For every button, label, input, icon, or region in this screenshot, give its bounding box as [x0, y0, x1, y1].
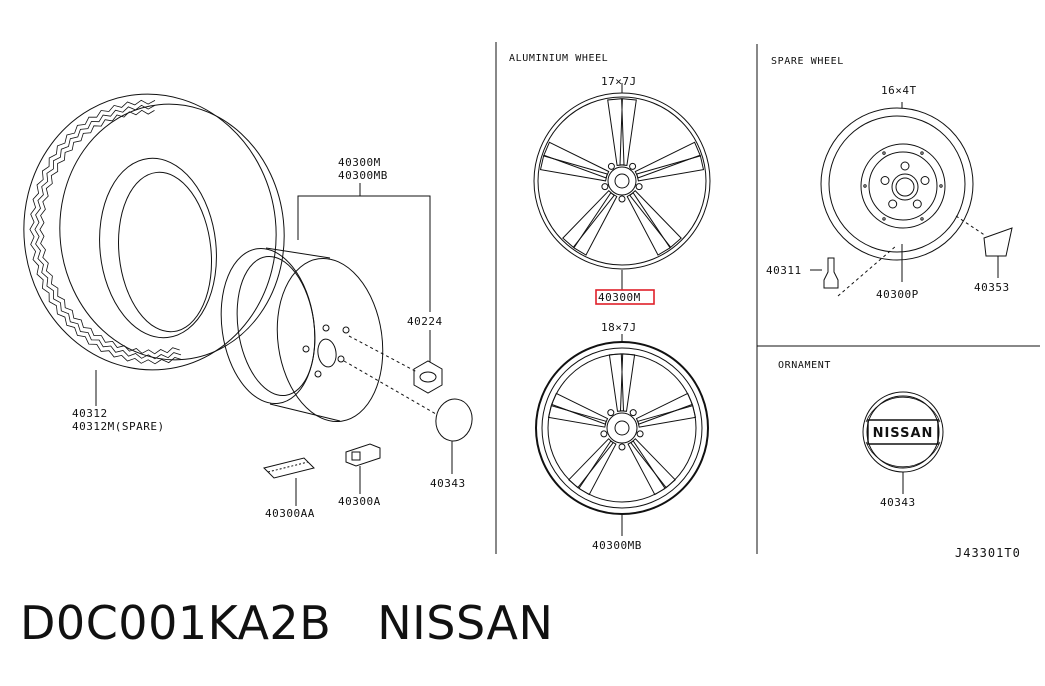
spare-bolt-holes — [863, 151, 943, 221]
wheel-spoke — [626, 192, 671, 256]
lug-hole — [629, 409, 637, 417]
part-label-ornament: 40343 — [880, 496, 916, 509]
steel-rim-drawing — [220, 183, 431, 423]
valve-drawing — [810, 257, 839, 289]
weight-drawings — [263, 443, 381, 506]
spare-vent-dot — [882, 151, 886, 155]
wheel-spoke — [543, 141, 610, 179]
lug-hole — [600, 430, 608, 438]
part-label-spare-wheel: 40300P — [876, 288, 919, 301]
part-number-text: D0C001KA2B — [20, 596, 332, 650]
lug-hole — [607, 409, 615, 417]
section-dividers — [495, 42, 1040, 554]
brand-text: NISSAN — [377, 596, 554, 650]
spare-vent-dot — [920, 217, 924, 221]
wheel-spoke — [619, 98, 637, 166]
part-label-rim: 40300M — [338, 156, 381, 169]
wheel-spoke — [568, 438, 614, 489]
spare-wheel-drawing — [820, 102, 974, 297]
lug-hole — [635, 183, 643, 191]
tread-pattern-line — [34, 104, 182, 360]
size-label-17: 17×7J — [601, 75, 637, 88]
spare-bolt-hole — [912, 199, 922, 209]
wheel-spoke — [578, 440, 617, 496]
wheel-spoke — [547, 405, 607, 428]
wheel-spoke — [550, 392, 609, 425]
bottom-caption: D0C001KA2B NISSAN — [20, 596, 553, 666]
size-label-spare: 16×4T — [881, 84, 917, 97]
diagram-code: J43301T0 — [955, 546, 1021, 560]
wheel-spoke — [539, 155, 608, 182]
spare-vent-dot — [863, 184, 867, 188]
spare-vent-dot — [882, 217, 886, 221]
center-cap-drawing — [343, 360, 473, 474]
tire-tread — [29, 99, 183, 365]
part-label-rim-mb: 40300MB — [338, 169, 388, 182]
lug-hole — [601, 183, 609, 191]
part-label-tire: 40312 — [72, 407, 108, 420]
lug-nut-drawing — [348, 330, 443, 394]
ornament-drawing — [862, 391, 944, 494]
wheel-spoke — [619, 353, 636, 412]
size-label-18: 18×7J — [601, 321, 637, 334]
alloy-wheel-18-drawing — [535, 334, 709, 536]
lug-hole — [607, 162, 615, 170]
wheel-spoke — [607, 98, 625, 166]
section-title-aluminium-wheel: ALUMINIUM WHEEL — [509, 53, 608, 64]
spare-bolt-hole — [880, 176, 890, 185]
lug-hole — [629, 162, 637, 170]
part-label-lug-nut: 40224 — [407, 315, 443, 328]
wheel-spoke — [637, 405, 697, 428]
wheel-spoke — [573, 192, 618, 256]
wheel-spoke — [636, 155, 705, 182]
wheel-spoke — [634, 141, 701, 179]
wheel-spoke — [630, 438, 676, 489]
ornament-logo-text: NISSAN — [873, 426, 934, 441]
lug-hole — [636, 430, 644, 438]
spare-weight-drawing — [955, 215, 1013, 278]
part-label-valve: 40311 — [766, 264, 802, 277]
part-label-alloy-17: 40300M — [598, 291, 641, 304]
spare-bolt-hole — [920, 176, 930, 185]
spare-vent-dot — [939, 184, 943, 188]
section-title-ornament: ORNAMENT — [778, 360, 831, 371]
highlight-box — [595, 289, 655, 305]
spare-vent-dot — [920, 151, 924, 155]
part-label-center-cap: 40343 — [430, 477, 466, 490]
section-title-spare-wheel: SPARE WHEEL — [771, 56, 844, 67]
lug-hole — [618, 443, 626, 451]
part-label-tire-spare: 40312M(SPARE) — [72, 420, 165, 433]
part-label-alloy-18: 40300MB — [592, 539, 642, 552]
part-label-weight-aa: 40300AA — [265, 507, 315, 520]
tread-pattern-line — [39, 109, 180, 355]
part-label-spare-weight: 40353 — [974, 281, 1010, 294]
wheel-spoke — [629, 190, 682, 249]
tire-drawing — [23, 93, 285, 406]
wheel-spoke — [627, 440, 666, 496]
tread-pattern-line — [29, 99, 183, 365]
spare-bolt-hole — [900, 161, 910, 171]
alloy-wheel-17-drawing — [533, 83, 711, 290]
wheel-spoke — [562, 190, 615, 249]
lug-hole — [618, 195, 626, 203]
spare-bolt-hole — [888, 199, 898, 209]
part-label-weight-a: 40300A — [338, 495, 381, 508]
